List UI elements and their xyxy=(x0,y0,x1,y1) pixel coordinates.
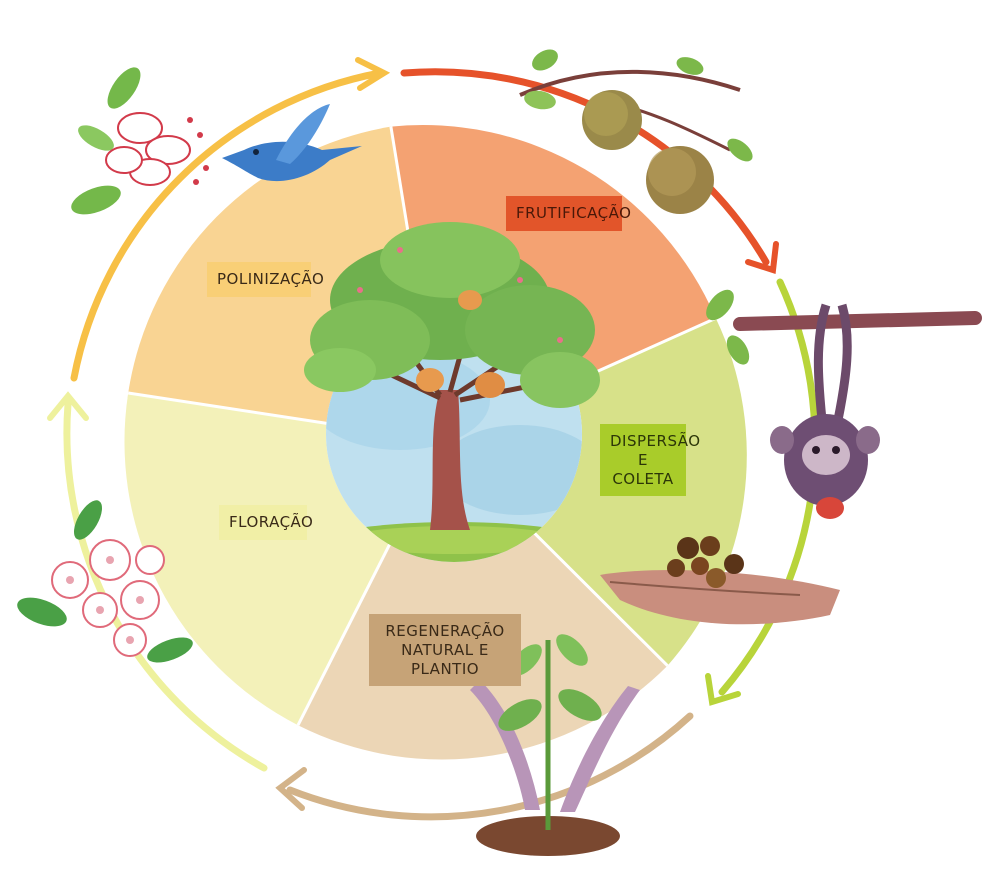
arrowhead-up-left xyxy=(47,391,89,421)
seedling-hands-illustration xyxy=(470,634,640,856)
tree-illustration xyxy=(304,222,600,562)
fruit-branch-illustration xyxy=(519,49,753,214)
label-regeneracao-natural-e-plantio: REGENERAÇÃO NATURAL E PLANTIO xyxy=(369,614,521,687)
arrowhead-right-top xyxy=(745,241,779,274)
seeds-in-hand-illustration xyxy=(600,536,840,625)
label-floracao: FLORAÇÃO xyxy=(219,505,313,540)
tree-canopy xyxy=(304,222,600,408)
arrowhead-top-left xyxy=(355,57,391,91)
label-frutificacao: FRUTIFICAÇÃO xyxy=(506,196,631,231)
arrowhead-bottom xyxy=(275,767,307,811)
monkey-illustration xyxy=(706,289,982,519)
arrowhead-right-bottom xyxy=(705,673,741,706)
blue-bird-illustration xyxy=(222,104,362,182)
arrow-regeneracao-to-floracao xyxy=(286,712,694,821)
label-dispersao-e-coleta: DISPERSÃO E COLETA xyxy=(600,424,700,497)
arrow-polinizacao-to-frutificacao xyxy=(70,69,384,382)
white-flowers-illustration xyxy=(17,500,193,663)
pink-flower-illustration xyxy=(71,67,209,215)
label-polinizacao: POLINIZAÇÃO xyxy=(207,262,324,297)
